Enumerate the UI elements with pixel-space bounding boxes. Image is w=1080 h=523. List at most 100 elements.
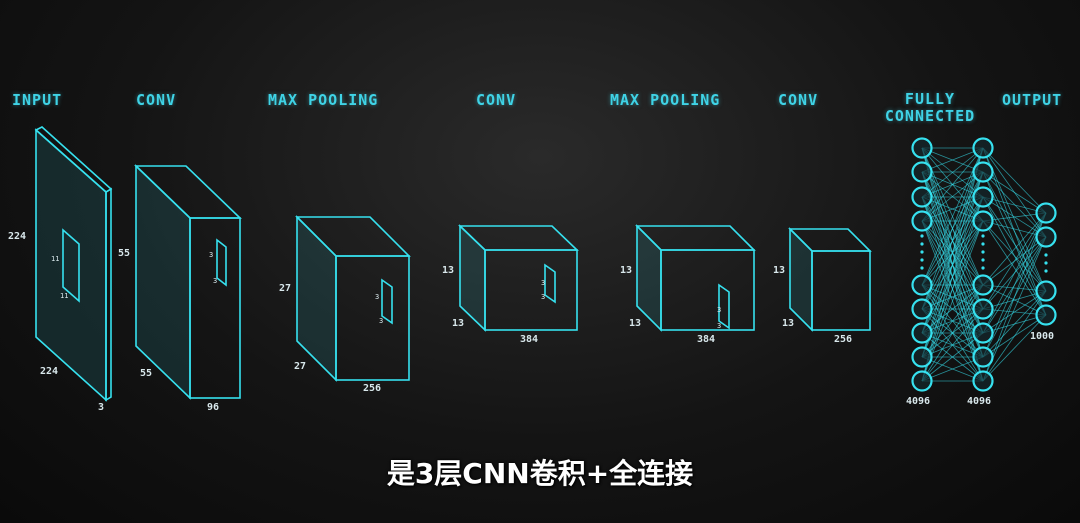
conv2-volume [458, 224, 579, 332]
fc2-neuron [972, 161, 994, 183]
output-edge [982, 147, 1047, 214]
output-edge [982, 196, 1047, 292]
output-edge [982, 220, 1047, 238]
label-max-pooling-2: MAX POOLING [610, 91, 721, 109]
conv1-width-label: 55 [140, 368, 152, 379]
fc-edge [921, 196, 984, 382]
output-neuron [1035, 280, 1057, 302]
fully-connected-nodes [911, 137, 1057, 392]
conv2-width-label: 13 [452, 318, 464, 329]
conv2-kernel-label-2: 3 [541, 293, 545, 301]
conv1-height-label: 55 [118, 248, 130, 259]
output-edge [982, 290, 1047, 310]
fc-edge [921, 284, 984, 382]
output-edge [982, 171, 1047, 292]
ellipsis-dot [920, 258, 924, 262]
output-edge [982, 220, 1047, 316]
fc-edge [921, 308, 984, 382]
conv2-depth-label: 384 [520, 334, 538, 345]
output-edge [982, 290, 1047, 358]
output-edge [982, 220, 1047, 292]
output-neuron [1035, 226, 1057, 248]
fc-edge [921, 147, 984, 198]
pool2-kernel-label-2: 3 [717, 322, 721, 330]
fc2-neuron [972, 322, 994, 344]
fc2-neuron [972, 186, 994, 208]
fc1-neuron [911, 298, 933, 320]
fc-edge [921, 147, 984, 382]
fc-edge [921, 147, 984, 358]
output-edge [982, 314, 1047, 382]
fc-edge [921, 196, 984, 222]
ellipsis-dot [981, 258, 985, 262]
conv3-depth-label: 256 [834, 334, 852, 345]
output-edge [982, 212, 1047, 334]
ellipsis-dot [920, 250, 924, 254]
label-conv-3: CONV [778, 91, 819, 109]
fc1-neuron [911, 322, 933, 344]
conv3-height-label: 13 [773, 265, 785, 276]
pool2-width-label: 13 [629, 318, 641, 329]
fc1-neuron [911, 186, 933, 208]
pool1-width-label: 27 [294, 361, 306, 372]
pool2-volume [635, 224, 756, 332]
input-width-label: 224 [40, 366, 58, 377]
output-edge [982, 212, 1047, 382]
output-edge [982, 212, 1047, 286]
fc-edge [921, 171, 984, 382]
input-kernel-label-2: 11 [60, 292, 68, 300]
fc2-neuron [972, 137, 994, 159]
fc1-neuron [911, 274, 933, 296]
ellipsis-dot [920, 266, 924, 270]
fc-edge [921, 147, 984, 334]
label-input: INPUT [12, 91, 63, 109]
pool2-depth-label: 384 [697, 334, 715, 345]
input-depth-label: 3 [98, 402, 104, 413]
ellipsis-dot [1044, 269, 1048, 273]
fully-connected-edges [921, 147, 1047, 382]
pool1-depth-label: 256 [363, 383, 381, 394]
pool2-kernel-label-1: 3 [717, 306, 721, 314]
conv3-width-label: 13 [782, 318, 794, 329]
fc-edge [921, 356, 984, 382]
label-fully-connected: FULLY CONNECTED [878, 91, 982, 125]
fc-edge [921, 171, 984, 222]
output-edge [982, 171, 1047, 238]
output-size-label: 1000 [1030, 331, 1054, 342]
label-conv-1: CONV [136, 91, 177, 109]
fc-edge [921, 147, 984, 173]
ellipsis-dot [1044, 253, 1048, 257]
fc1-neuron [911, 137, 933, 159]
label-max-pooling-1: MAX POOLING [268, 91, 379, 109]
input-height-label: 224 [8, 231, 26, 242]
fc1-neuron [911, 210, 933, 232]
fc2-neuron [972, 346, 994, 368]
output-edge [982, 171, 1047, 214]
conv1-kernel-label-1: 3 [209, 251, 213, 259]
pool1-kernel-label-1: 3 [375, 293, 379, 301]
fc-edge [921, 284, 984, 310]
fc-edge [921, 332, 984, 382]
label-fully: FULLY [904, 90, 956, 108]
fc2-neuron [972, 210, 994, 232]
ellipsis-dot [981, 250, 985, 254]
input-kernel-label-1: 11 [51, 255, 59, 263]
fc-edge [921, 147, 984, 222]
ellipsis-dot [920, 234, 924, 238]
pool2-height-label: 13 [620, 265, 632, 276]
conv2-kernel-label-1: 3 [541, 279, 545, 287]
label-connected: CONNECTED [884, 107, 976, 125]
ellipsis-dot [981, 234, 985, 238]
output-edge [982, 290, 1047, 382]
pool1-height-label: 27 [279, 283, 291, 294]
pool1-volume [295, 215, 411, 382]
conv1-depth-label: 96 [207, 402, 219, 413]
output-edge [982, 212, 1047, 310]
conv1-kernel-label-2: 3 [213, 277, 217, 285]
output-edge [982, 196, 1047, 214]
label-conv-2: CONV [476, 91, 517, 109]
output-edge [982, 290, 1047, 334]
fc2-neuron [972, 370, 994, 392]
